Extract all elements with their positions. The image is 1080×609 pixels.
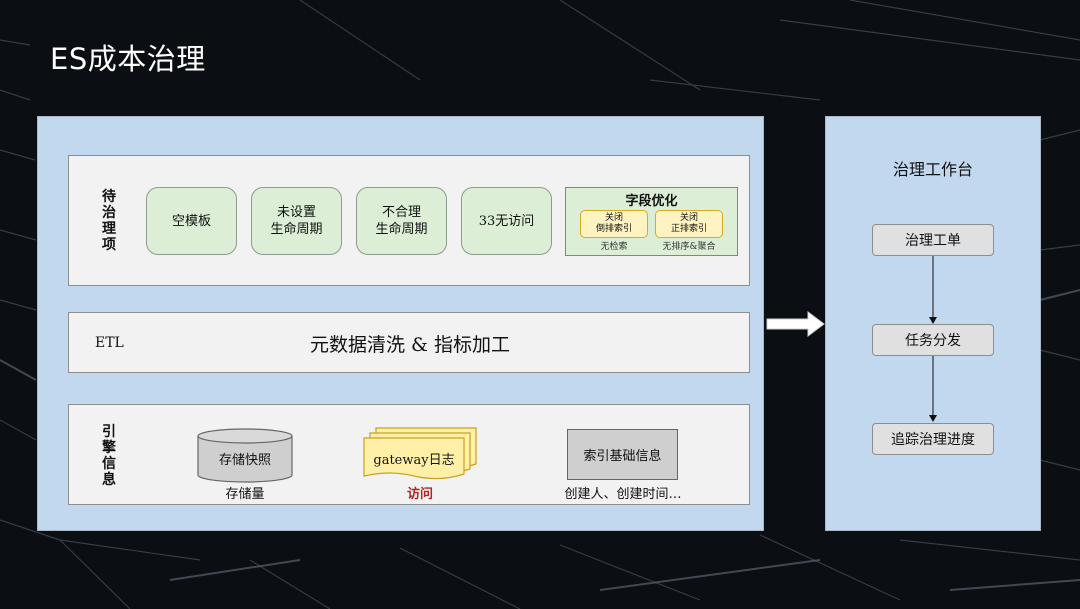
storage-volume-caption: 存储量 xyxy=(225,486,265,502)
item-line: 生命周期 xyxy=(375,222,428,237)
gateway-log-label: gateway日志 xyxy=(373,452,455,468)
index-info-caption: 创建人、创建时间… xyxy=(564,486,682,502)
item-line: 不合理 xyxy=(381,205,421,220)
pending-label-char: 治 xyxy=(102,205,116,221)
field-optimization-title: 字段优化 xyxy=(625,193,678,209)
tag-disable-inverted-index[interactable]: 关闭 倒排索引 xyxy=(580,210,648,238)
engine-info-label: 引 擎 信 息 xyxy=(98,424,120,488)
task-dispatch-step[interactable]: 任务分发 xyxy=(872,324,994,356)
engine-label-char: 擎 xyxy=(102,440,116,456)
item-line: 生命周期 xyxy=(270,222,323,237)
etl-label: ETL xyxy=(95,335,124,351)
item-bad-lifecycle[interactable]: 不合理 生命周期 xyxy=(356,187,447,255)
workbench-title: 治理工作台 xyxy=(892,160,973,179)
item-empty-template[interactable]: 空模板 xyxy=(146,187,237,255)
slide-title: ES成本治理 xyxy=(50,42,206,76)
pending-label-char: 项 xyxy=(102,237,116,253)
right-arrow-icon xyxy=(766,311,825,337)
tag-line: 正排索引 xyxy=(670,224,707,234)
tag-line: 关闭 xyxy=(604,213,623,223)
item-line: 33无访问 xyxy=(478,213,535,229)
governance-ticket-step[interactable]: 治理工单 xyxy=(872,224,994,256)
etl-description: 元数据清洗 & 指标加工 xyxy=(310,333,510,356)
item-line: 空模板 xyxy=(171,213,211,229)
tag-note-no-sort-agg: 无排序&聚合 xyxy=(662,241,716,252)
track-progress-step[interactable]: 追踪治理进度 xyxy=(872,423,994,455)
gateway-log-documents-icon[interactable] xyxy=(362,426,480,482)
item-no-lifecycle[interactable]: 未设置 生命周期 xyxy=(251,187,342,255)
engine-label-char: 信 xyxy=(102,456,116,472)
index-base-info-box[interactable]: 索引基础信息 xyxy=(567,429,678,480)
tag-note-no-search: 无检索 xyxy=(600,241,628,252)
pending-label-char: 理 xyxy=(102,221,116,237)
tag-line: 关闭 xyxy=(679,213,698,223)
item-line: 未设置 xyxy=(276,205,316,220)
item-no-access[interactable]: 33无访问 xyxy=(461,187,552,255)
tag-line: 倒排索引 xyxy=(595,224,632,234)
pending-label-char: 待 xyxy=(102,189,116,205)
engine-label-char: 引 xyxy=(102,424,116,440)
storage-snapshot-cylinder-icon[interactable] xyxy=(196,428,294,484)
access-caption: 访问 xyxy=(406,486,433,502)
etl-row xyxy=(68,312,750,373)
workflow-connectors xyxy=(929,255,937,422)
tag-disable-forward-index[interactable]: 关闭 正排索引 xyxy=(655,210,723,238)
engine-label-char: 息 xyxy=(102,472,116,488)
pending-items-label: 待 治 理 项 xyxy=(98,189,120,253)
storage-snapshot-label: 存储快照 xyxy=(218,452,271,468)
